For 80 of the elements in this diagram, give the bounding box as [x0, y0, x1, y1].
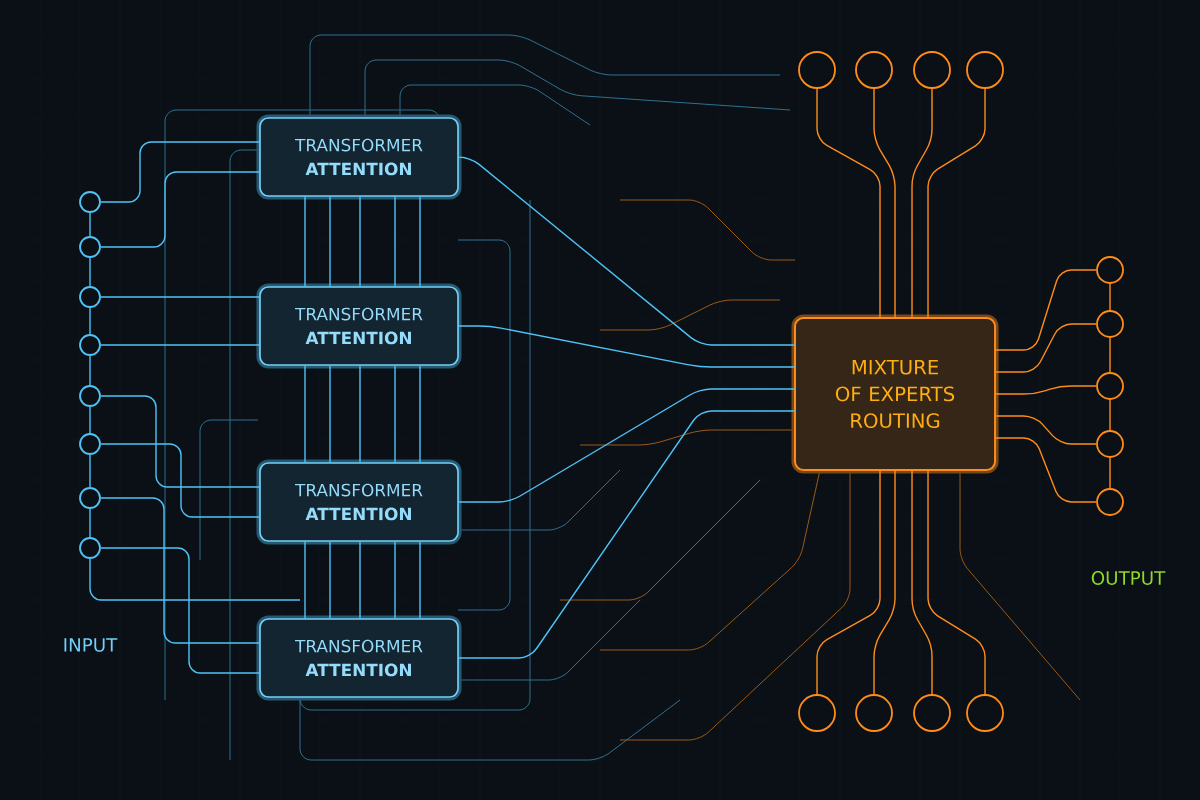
section-label: INPUT — [64, 638, 118, 652]
circuit-trace — [1109, 283, 1111, 311]
circuit-trace — [873, 469, 896, 695]
circuit-trace — [359, 196, 361, 287]
circuit-trace — [927, 469, 986, 695]
circuit-trace — [995, 415, 1097, 445]
circuit-trace — [995, 323, 1097, 373]
circuit-trace — [89, 406, 91, 434]
circuit-trace — [100, 547, 260, 674]
connector-circle — [798, 51, 836, 89]
circuit-trace — [816, 469, 881, 695]
connector-circle — [966, 694, 1004, 732]
connector-circle — [1096, 372, 1124, 400]
circuit-trace — [458, 410, 796, 659]
connector-circle — [1096, 488, 1124, 516]
circuit-trace — [304, 541, 306, 619]
circuit-trace — [419, 541, 421, 619]
circuit-trace — [873, 88, 896, 319]
circuit-trace — [816, 88, 881, 319]
circuit-trace — [89, 558, 301, 601]
circuit-trace — [394, 541, 396, 619]
circuit-trace — [100, 141, 260, 203]
circuit-trace — [89, 454, 91, 488]
circuit-trace — [911, 88, 933, 319]
circuit-trace — [89, 212, 91, 237]
connector-circle — [79, 537, 101, 559]
circuit-trace — [927, 88, 986, 319]
connector-circle — [1096, 256, 1124, 284]
circuit-trace — [89, 257, 91, 287]
circuit-trace — [458, 325, 796, 368]
section-label: OUTPUT — [1091, 571, 1166, 585]
connector-circle — [79, 236, 101, 258]
circuit-trace — [995, 269, 1097, 351]
connector-circle — [79, 334, 101, 356]
connector-circle — [79, 286, 101, 308]
routing-box: MIXTURE OF EXPERTS ROUTING — [791, 314, 999, 474]
circuit-trace — [89, 508, 91, 538]
attention-box: TRANSFORMER ATTENTION — [256, 459, 462, 545]
attention-box: TRANSFORMER ATTENTION — [256, 615, 462, 701]
circuit-trace — [100, 296, 260, 298]
circuit-trace — [458, 388, 796, 503]
connector-circle — [79, 385, 101, 407]
circuit-trace — [995, 437, 1097, 503]
circuit-trace — [359, 541, 361, 619]
connector-circle — [855, 694, 893, 732]
circuit-trace — [89, 355, 91, 386]
circuit-trace — [394, 196, 396, 287]
connector-circle — [1096, 430, 1124, 458]
circuit-trace — [1109, 337, 1111, 373]
circuit-trace — [100, 443, 260, 518]
circuit-trace — [100, 344, 260, 346]
connector-circle — [79, 191, 101, 213]
circuit-trace — [100, 171, 260, 248]
circuit-trace — [89, 307, 91, 335]
attention-box: TRANSFORMER ATTENTION — [256, 114, 462, 200]
connector-circle — [1096, 310, 1124, 338]
circuit-trace — [1109, 399, 1111, 431]
connector-circle — [913, 51, 951, 89]
circuit-trace — [329, 541, 331, 619]
circuit-trace — [394, 365, 396, 463]
circuit-trace — [419, 365, 421, 463]
circuit-trace — [329, 196, 331, 287]
connector-circle — [855, 51, 893, 89]
circuit-trace — [100, 395, 260, 488]
circuit-trace — [329, 365, 331, 463]
circuit-trace — [995, 385, 1097, 395]
circuit-trace — [419, 196, 421, 287]
connector-circle — [798, 694, 836, 732]
circuit-trace — [359, 365, 361, 463]
circuit-trace — [304, 365, 306, 463]
connector-circle — [966, 51, 1004, 89]
attention-box: TRANSFORMER ATTENTION — [256, 283, 462, 369]
connector-circle — [79, 487, 101, 509]
circuit-trace — [100, 497, 260, 644]
circuit-trace — [1109, 457, 1111, 489]
connector-circle — [913, 694, 951, 732]
circuit-trace — [304, 196, 306, 287]
connector-circle — [79, 433, 101, 455]
circuit-trace — [458, 156, 796, 346]
circuit-trace — [911, 469, 933, 695]
